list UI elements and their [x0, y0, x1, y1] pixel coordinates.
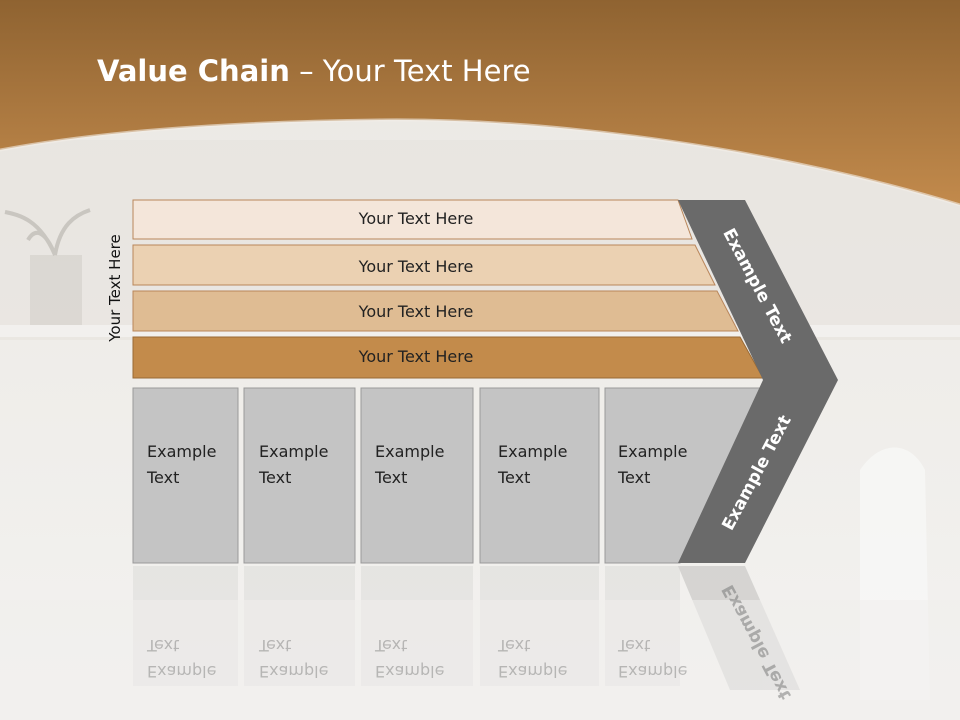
column-text-1: Example Text — [147, 439, 242, 491]
column-text-4-line2: Text — [498, 468, 531, 487]
column-text-2: Example Text — [259, 439, 354, 491]
column-reflection-5: Example Text — [618, 632, 713, 684]
column-reflection-4-line1: Example — [498, 662, 568, 681]
column-reflection-2-line2: Text — [259, 636, 292, 655]
column-reflection-3-line2: Text — [375, 636, 408, 655]
column-text-3-line2: Text — [375, 468, 408, 487]
column-shape-2 — [243, 387, 356, 564]
column-reflection-4: Example Text — [498, 632, 593, 684]
column-reflection-2-line1: Example — [259, 662, 329, 681]
bar-label-2: Your Text Here — [358, 257, 474, 276]
plant-leaves-shape — [4, 208, 91, 256]
title-rest: – Your Text Here — [289, 54, 531, 88]
column-text-5-line2: Text — [618, 468, 651, 487]
column-text-5-line1: Example — [618, 442, 688, 461]
bar-label-4: Your Text Here — [358, 347, 474, 366]
title-bold: Value Chain — [97, 54, 290, 88]
column-reflection-1-line1: Example — [147, 662, 217, 681]
column-reflection-5-line1: Example — [618, 662, 688, 681]
column-reflection-2: Example Text — [259, 632, 354, 684]
column-reflection-1: Example Text — [147, 632, 242, 684]
column-text-2-line2: Text — [259, 468, 292, 487]
vertical-label: Your Text Here — [106, 234, 124, 342]
column-reflection-5-line2: Text — [618, 636, 651, 655]
plant-pot-shape — [30, 255, 82, 325]
bar-shape-3 — [132, 290, 739, 332]
column-text-1-line1: Example — [147, 442, 217, 461]
bar-label-3: Your Text Here — [358, 302, 474, 321]
column-reflection-4-line2: Text — [498, 636, 531, 655]
column-text-4-line1: Example — [498, 442, 568, 461]
bar-shape-2 — [132, 244, 716, 286]
column-shape-1 — [132, 387, 239, 564]
chevron-arrow-shape — [678, 200, 838, 563]
column-reflection-1-line2: Text — [147, 636, 180, 655]
column-text-1-line2: Text — [147, 468, 180, 487]
column-text-3-line1: Example — [375, 442, 445, 461]
column-text-4: Example Text — [498, 439, 593, 491]
slide-title: Value Chain – Your Text Here — [97, 54, 531, 88]
column-reflection-3-line1: Example — [375, 662, 445, 681]
bar-shape-1 — [132, 199, 693, 240]
column-reflection-3: Example Text — [375, 632, 470, 684]
column-text-5: Example Text — [618, 439, 713, 491]
column-text-3: Example Text — [375, 439, 470, 491]
column-shape-4 — [479, 387, 600, 564]
column-shape-3 — [360, 387, 474, 564]
column-text-2-line1: Example — [259, 442, 329, 461]
bar-label-1: Your Text Here — [358, 209, 474, 228]
header-band — [0, 0, 960, 205]
